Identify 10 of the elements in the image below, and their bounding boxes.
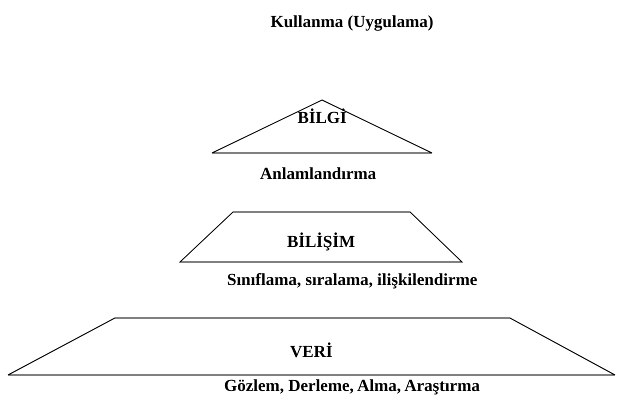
level-label: VERİ [290, 342, 333, 362]
caption-text: Anlamlandırma [260, 164, 376, 184]
caption-text: Gözlem, Derleme, Alma, Araştırma [224, 376, 480, 396]
level-label: BİLGİ [298, 108, 347, 128]
trapezoid-shape [180, 212, 462, 262]
trapezoid-shape [8, 318, 615, 375]
heading-text: Kullanma (Uygulama) [270, 12, 434, 32]
triangle-shape [212, 100, 432, 153]
level-label: BİLİŞİM [287, 232, 356, 252]
caption-text: Sınıflama, sıralama, ilişkilendirme [227, 270, 478, 290]
